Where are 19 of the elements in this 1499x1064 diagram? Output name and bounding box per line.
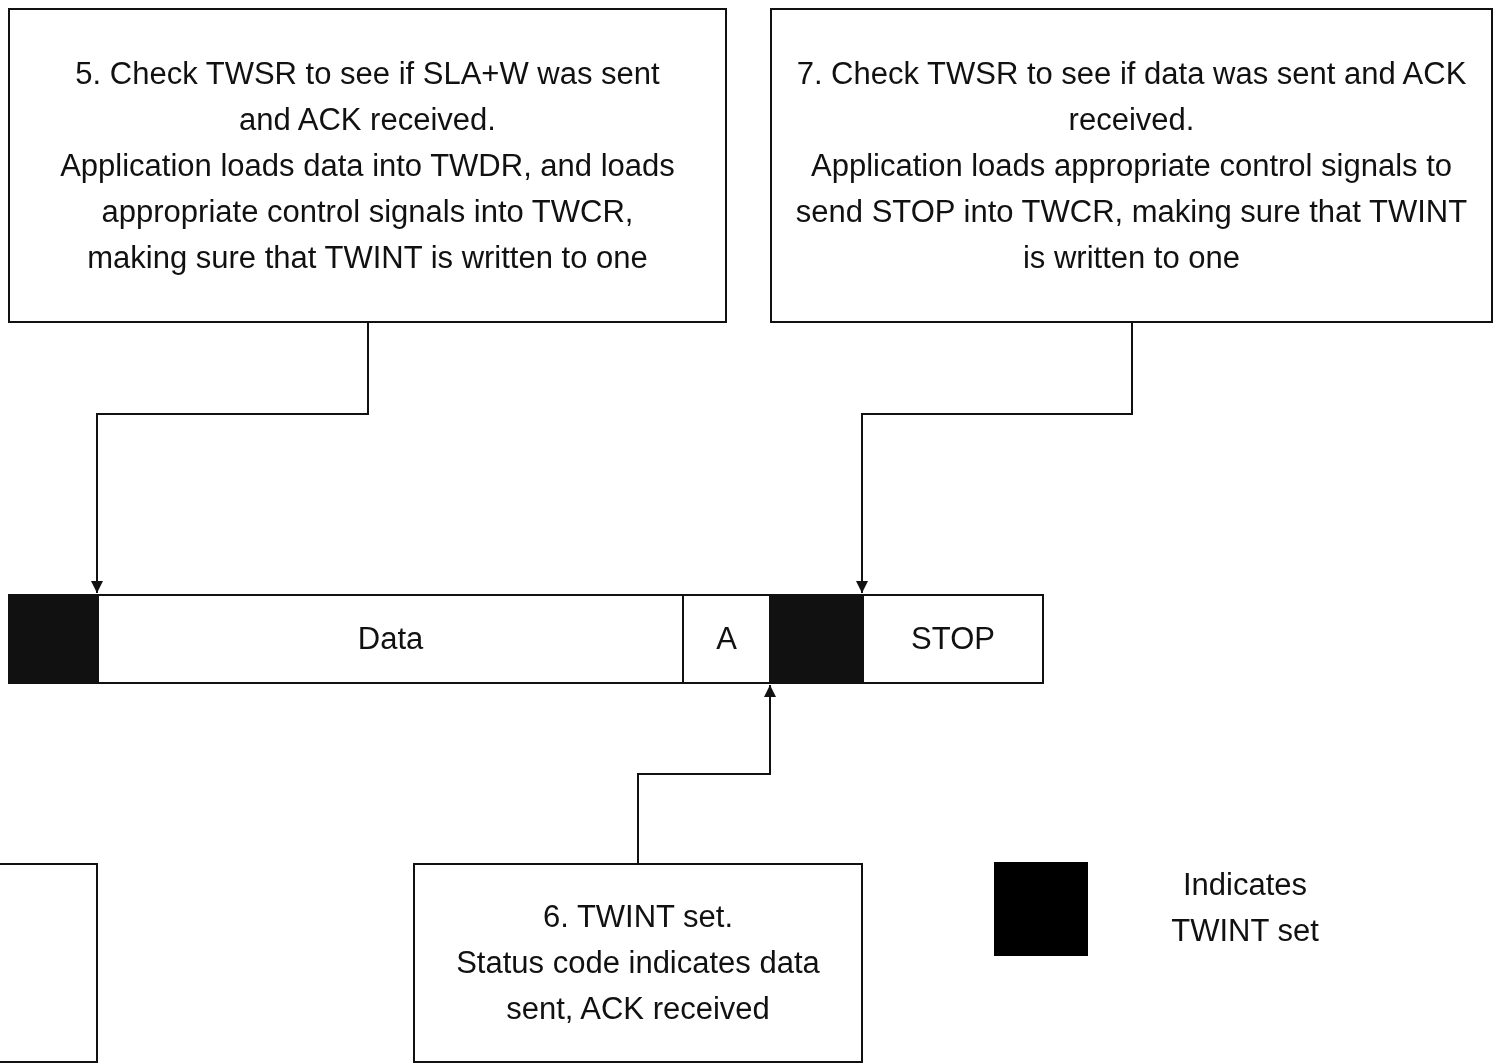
frame-field: Data [97,594,684,684]
arrow [856,322,1133,594]
twint-marker [770,594,863,684]
note-box [413,863,863,1063]
legend-text: Indicates TWINT set [1170,866,1320,950]
note-text: Application loads data into TWDR, and loads appropriate control signals into TWCR, making sure that TWINT is written to one [59,146,676,277]
note-text: 7. Check TWSR to see if data was sent and ACK received. [795,54,1468,139]
note-text: Application loads appropriate control signals to send STOP into TWCR, making sure that TWINT is written to one [794,146,1469,277]
arrow [637,684,776,864]
twint-marker [8,594,98,684]
frame-field: A [682,594,771,684]
note-box [770,8,1493,323]
note-text: 5. Check TWSR to see if SLA+W was sent and ACK received. [74,54,661,139]
note-box [0,863,98,1063]
note-text: 6. TWINT set. [541,898,735,936]
arrow [91,322,369,594]
note-box [8,8,727,323]
frame-field: STOP [862,594,1044,684]
note-text: Status code indicates data sent, ACK received [455,944,821,1028]
